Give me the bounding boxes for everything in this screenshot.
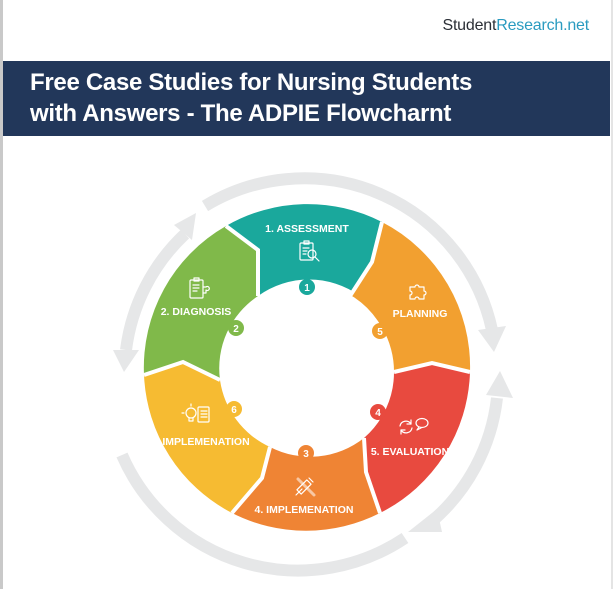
badge-4: 4 xyxy=(370,404,386,420)
badge-3: 3 xyxy=(298,445,314,461)
arrow-head-right-down xyxy=(408,509,442,532)
segment-separators xyxy=(143,221,471,515)
label-diagnosis: 2. DIAGNOSIS xyxy=(161,306,232,318)
label-implementation-6: IMPLEMENATION xyxy=(162,436,249,448)
segment-evaluation[interactable] xyxy=(364,363,470,513)
badge-1: 1 xyxy=(299,279,315,295)
page-title-line1: Free Case Studies for Nursing Students xyxy=(30,69,473,96)
left-border xyxy=(0,0,3,589)
badge-2: 2 xyxy=(228,320,244,336)
arrow-head-right-up xyxy=(486,371,513,398)
arrow-head-left-down xyxy=(113,350,139,372)
page-title: Free Case Studies for Nursing Students w… xyxy=(30,67,472,129)
outer-cycle-arrows xyxy=(113,172,513,577)
syringe-bandage-icon xyxy=(295,477,316,497)
badge-6: 6 xyxy=(226,401,242,417)
brand-name-part1: Student xyxy=(442,17,497,34)
svg-text:1: 1 xyxy=(304,283,310,294)
segment-diagnosis[interactable] xyxy=(143,226,258,380)
segment-implementation-4[interactable] xyxy=(232,438,380,531)
svg-text:6: 6 xyxy=(231,405,237,416)
center-circle xyxy=(222,283,392,453)
brand-name-part2: Research.net xyxy=(496,17,589,34)
page-title-line2: with Answers - The ADPIE Flowcharnt xyxy=(30,100,452,127)
svg-text:3: 3 xyxy=(303,449,309,460)
label-implementation-4: 4. IMPLEMENATION xyxy=(255,504,354,516)
arrow-head-top-right xyxy=(478,326,506,352)
badge-5: 5 xyxy=(372,323,388,339)
clipboard-puzzle-icon xyxy=(189,277,210,299)
title-banner: Free Case Studies for Nursing Students w… xyxy=(3,61,610,136)
label-assessment: 1. ASSESSMENT xyxy=(265,223,349,235)
lightbulb-checklist-icon xyxy=(181,403,210,423)
puzzle-piece-icon xyxy=(409,284,427,300)
arrow-left xyxy=(120,229,190,351)
arrow-bottom xyxy=(116,452,409,577)
svg-text:2: 2 xyxy=(233,324,239,335)
svg-text:5: 5 xyxy=(377,327,383,338)
segment-implementation-6[interactable] xyxy=(144,362,270,513)
svg-text:4: 4 xyxy=(375,408,381,419)
arrow-right xyxy=(426,397,503,528)
refresh-speech-bubble-icon xyxy=(399,417,429,435)
right-border xyxy=(611,0,613,589)
label-planning: PLANNING xyxy=(393,308,448,320)
arrow-top-right xyxy=(201,172,498,332)
arrow-head-left-up xyxy=(174,213,196,240)
brand-logo: StudentResearch.net xyxy=(442,17,589,35)
segment-assessment[interactable] xyxy=(226,204,382,296)
clipboard-magnifier-icon xyxy=(299,240,320,262)
label-evaluation: 5. EVALUATION xyxy=(371,446,449,458)
